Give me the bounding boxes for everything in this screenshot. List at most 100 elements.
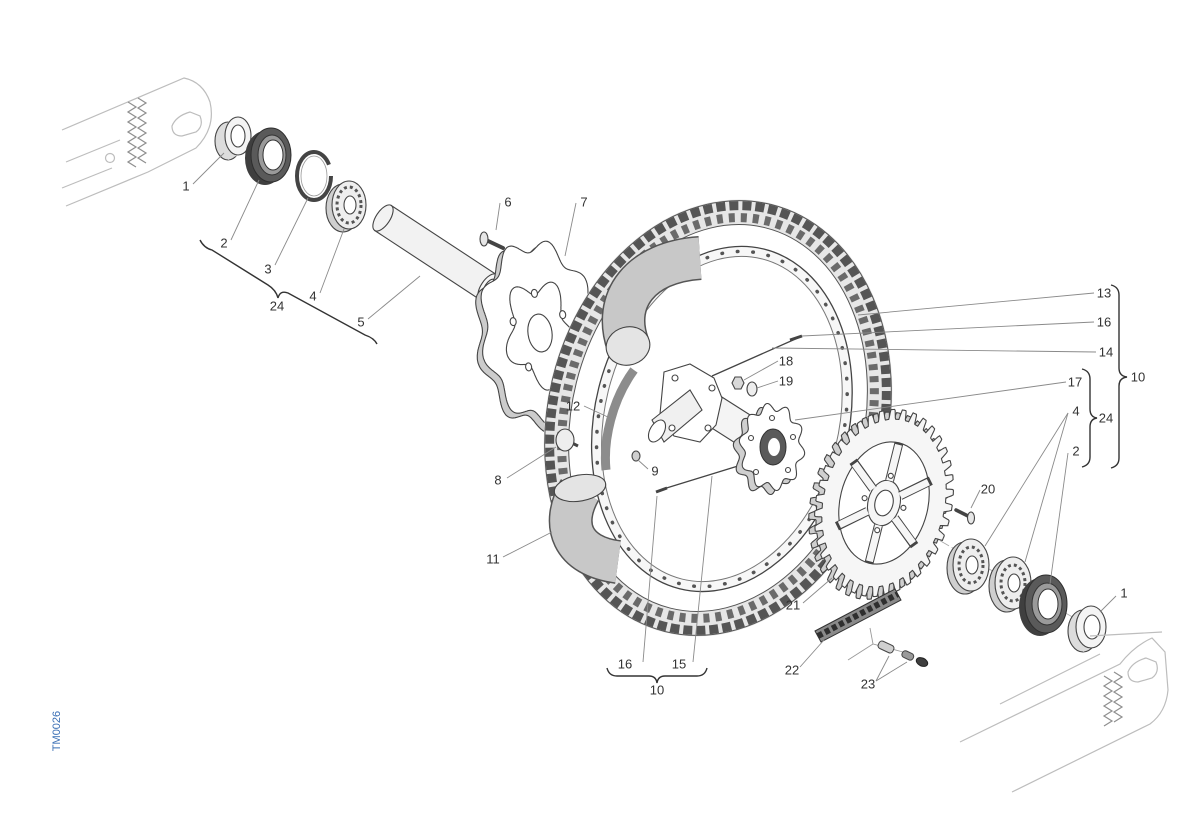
leader-11 — [502, 531, 553, 558]
right-spacer — [1067, 605, 1107, 653]
callout-18-hub-nut: 18 — [779, 354, 793, 369]
leader-17 — [794, 381, 1067, 421]
callout-2-left-oil-seal: 2 — [220, 236, 227, 251]
left-bearing — [325, 180, 367, 233]
sprocket-bolt-head — [966, 511, 976, 525]
right-swingarm — [959, 631, 1169, 793]
callout-4-right-bearings: 4 — [1072, 404, 1079, 419]
valve-cap — [555, 428, 579, 452]
callout-24-left-kit: 24 — [270, 299, 284, 314]
leader-2-right — [1049, 452, 1069, 585]
callout-6-disc-screw: 6 — [504, 195, 511, 210]
brake-disc-bolt-hole — [559, 310, 567, 320]
callout-1-right-spacer: 1 — [1120, 586, 1127, 601]
leader-1-left — [192, 152, 225, 185]
callout-13-rim: 13 — [1097, 286, 1111, 301]
hub-flange-hole — [704, 424, 712, 432]
braces — [199, 239, 1128, 684]
spoke-nipple-bottom — [655, 486, 668, 494]
sprocket-carrier-hole — [768, 414, 776, 422]
rear-sprocket-bore — [874, 489, 894, 517]
hub-nut — [731, 376, 745, 390]
leader-23-a — [875, 655, 890, 682]
leader-14 — [771, 347, 1097, 353]
sprocket-carrier-bore-inner — [768, 438, 780, 456]
leader-4-right-b — [1024, 412, 1069, 563]
leader-4-left — [319, 228, 345, 294]
rim-tape — [600, 367, 638, 471]
left-swingarm-bolt — [104, 152, 116, 164]
spoke-bottom — [659, 465, 739, 491]
leader-3 — [274, 197, 309, 266]
leader-21 — [802, 577, 833, 604]
callout-7-brake-disc: 7 — [580, 195, 587, 210]
sprocket-carrier-hole — [789, 433, 797, 441]
leader-8 — [506, 446, 557, 479]
brace-left-24 — [199, 239, 378, 345]
valve-nut — [631, 450, 641, 462]
drive-chain-links — [816, 591, 900, 639]
left-spacer — [214, 116, 252, 161]
hub-flange-hole — [668, 424, 676, 432]
callout-14-spoke: 14 — [1099, 345, 1113, 360]
left-oil-seal — [245, 127, 292, 185]
valve-cap-head — [555, 428, 575, 452]
right-bearing-inner — [946, 538, 990, 595]
callout-12-rim-tape: 12 — [566, 399, 580, 414]
rear-sprocket-spokes-fill — [837, 443, 930, 563]
drive-chain — [814, 588, 902, 643]
leader-9 — [637, 459, 649, 470]
left-bearing-bore — [343, 195, 357, 215]
brake-disc-centre — [527, 313, 553, 353]
callout-17-sprocket-carrier: 17 — [1068, 375, 1082, 390]
right-bearing-outer-bore — [1007, 573, 1021, 593]
sprocket-carrier-hole — [784, 466, 792, 474]
right-oil-seal-bore — [1037, 588, 1059, 620]
callout-16-spoke-nipple-top: 16 — [1097, 315, 1111, 330]
master-link-body — [877, 640, 895, 654]
callout-19-hub-washer: 19 — [779, 374, 793, 389]
left-swingarm-edge — [61, 167, 113, 189]
sprocket-carrier-hole — [747, 434, 755, 442]
leader-13 — [857, 292, 1095, 316]
brace-bottom-10 — [606, 667, 708, 684]
spoke-nipple-top — [789, 334, 803, 342]
right-bearing-outer — [988, 556, 1032, 613]
right-swingarm-edge — [1089, 631, 1163, 637]
sprocket-carrier-hole — [752, 468, 760, 476]
left-swingarm — [61, 77, 212, 207]
leader-4-right-a — [984, 412, 1069, 547]
callout-3-circlip: 3 — [264, 262, 271, 277]
callout-10-bottom-wheel-assembly: 10 — [650, 683, 664, 698]
hub-flange-hole — [671, 374, 679, 382]
callout-4-left-bearing: 4 — [309, 289, 316, 304]
leader-2-left — [230, 179, 260, 241]
leader-5 — [367, 275, 421, 320]
rear-sprocket-bolt-hole — [861, 495, 868, 502]
right-swingarm-slot — [1127, 657, 1158, 683]
inner-tube-upper-cut — [605, 326, 651, 366]
right-spacer-bore — [1083, 614, 1101, 640]
circlip — [295, 150, 333, 202]
left-chain-guide — [126, 101, 138, 168]
brake-disc-screw-shank — [484, 238, 505, 250]
brake-disc-bolt-hole — [530, 288, 539, 298]
leader-15 — [692, 475, 713, 663]
brace-right-10 — [1110, 284, 1128, 469]
callout-5-axle-spacer: 5 — [357, 315, 364, 330]
leader-7 — [564, 202, 577, 257]
hub-washer — [746, 381, 758, 397]
leader-lines — [192, 152, 1117, 682]
callout-15-spoke-bottom: 15 — [672, 657, 686, 672]
callout-22-drive-chain: 22 — [785, 663, 799, 678]
master-link-plate — [901, 650, 915, 661]
circlip-ring — [295, 150, 333, 202]
callout-9-valve-nut: 9 — [651, 464, 658, 479]
leader-1-right — [1099, 595, 1117, 613]
callout-21-rear-sprocket: 21 — [786, 598, 800, 613]
hub-flange-hole — [708, 384, 716, 392]
leader-19 — [756, 380, 779, 389]
inner-tube — [548, 236, 703, 584]
master-link-leader-frame — [847, 627, 904, 661]
